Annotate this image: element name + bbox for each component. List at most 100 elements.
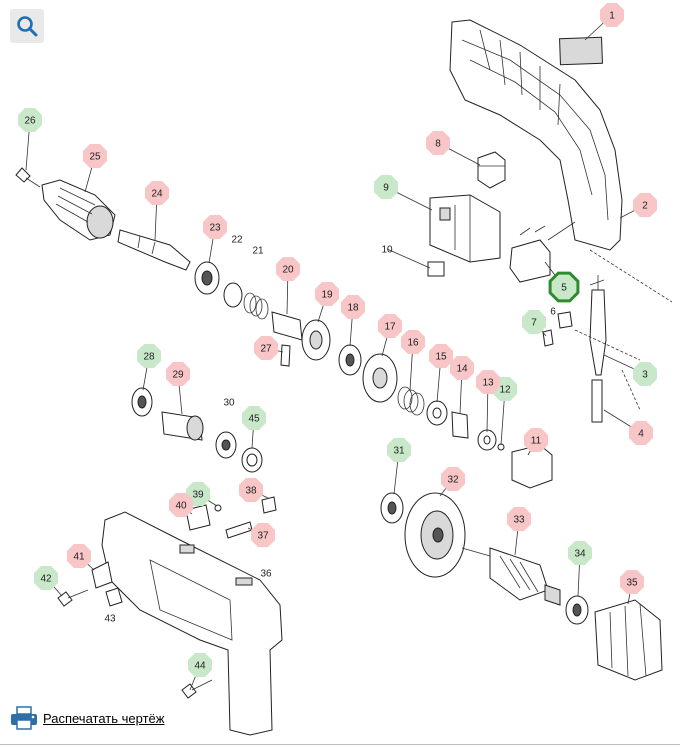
part-screw-44 (181, 679, 213, 699)
part-marker-6[interactable]: 6 (550, 307, 556, 318)
part-marker-35[interactable]: 35 (620, 570, 644, 594)
marker-number-15: 15 (435, 352, 447, 363)
printer-icon (11, 706, 37, 730)
part-bearing-31 (380, 492, 404, 524)
part-ball-39 (214, 504, 222, 512)
part-plate-14 (451, 411, 469, 439)
part-knob-43 (105, 587, 123, 607)
marker-badge-29 (166, 362, 190, 386)
part-marker-2[interactable]: 2 (633, 193, 657, 217)
print-link[interactable]: Распечатать чертёж (10, 706, 164, 730)
marker-number-21: 21 (252, 246, 264, 257)
part-marker-29[interactable]: 29 (166, 362, 190, 386)
marker-number-14: 14 (456, 364, 468, 375)
marker-number-26: 26 (24, 116, 36, 127)
marker-number-45: 45 (248, 414, 260, 425)
marker-number-8: 8 (435, 139, 441, 150)
part-washer-13 (477, 429, 497, 451)
marker-number-28: 28 (143, 352, 155, 363)
marker-number-19: 19 (321, 290, 333, 301)
marker-number-22: 22 (231, 235, 243, 246)
marker-badge-18 (341, 295, 365, 319)
part-armature (461, 547, 561, 606)
marker-number-16: 16 (407, 338, 419, 349)
part-marker-27[interactable]: 27 (254, 336, 278, 360)
marker-badge-14 (450, 356, 474, 380)
part-marker-23[interactable]: 23 (203, 215, 227, 239)
part-switch (429, 194, 501, 263)
marker-number-11: 11 (531, 436, 542, 447)
part-spring-21 (243, 292, 269, 320)
part-chuck (41, 179, 116, 241)
part-marker-14[interactable]: 14 (450, 356, 474, 380)
parts-drawing (15, 19, 673, 736)
part-marker-33[interactable]: 33 (507, 507, 531, 531)
part-marker-43[interactable]: 43 (104, 614, 116, 625)
part-marker-24[interactable]: 24 (145, 181, 169, 205)
part-housing-left (101, 511, 283, 736)
marker-badge-25 (83, 144, 107, 168)
marker-number-7: 7 (531, 318, 537, 329)
part-marker-16[interactable]: 16 (401, 330, 425, 354)
marker-number-9: 9 (383, 183, 389, 194)
part-cord-guard (589, 275, 607, 423)
part-marker-17[interactable]: 17 (378, 314, 402, 338)
part-marker-44[interactable]: 44 (188, 653, 212, 677)
marker-number-10: 10 (381, 245, 393, 256)
marker-badge-11 (524, 428, 548, 452)
part-marker-13[interactable]: 13 (476, 370, 500, 394)
part-marker-8[interactable]: 8 (426, 131, 450, 155)
part-marker-5[interactable]: 5 (548, 271, 580, 303)
part-marker-10[interactable]: 10 (381, 245, 393, 256)
part-marker-26[interactable]: 26 (18, 108, 42, 132)
part-marker-15[interactable]: 15 (429, 344, 453, 368)
part-marker-21[interactable]: 21 (252, 246, 264, 257)
part-plate-41 (91, 561, 113, 589)
part-marker-38[interactable]: 38 (239, 478, 263, 502)
part-marker-3[interactable]: 3 (633, 362, 657, 386)
leader-line-10 (386, 248, 431, 269)
marker-badge-16 (401, 330, 425, 354)
marker-badge-13 (476, 370, 500, 394)
part-marker-28[interactable]: 28 (137, 344, 161, 368)
part-marker-25[interactable]: 25 (83, 144, 107, 168)
marker-number-24: 24 (151, 189, 163, 200)
part-marker-36[interactable]: 36 (260, 569, 272, 580)
marker-badge-19 (315, 282, 339, 306)
marker-badge-24 (145, 181, 169, 205)
part-marker-40[interactable]: 40 (169, 493, 193, 517)
marker-badge-41 (67, 544, 91, 568)
part-marker-34[interactable]: 34 (568, 541, 592, 565)
marker-badge-23 (203, 215, 227, 239)
marker-badge-3 (633, 362, 657, 386)
zoom-button[interactable] (10, 9, 44, 43)
part-pin-37 (225, 521, 253, 539)
part-marker-4[interactable]: 4 (629, 421, 653, 445)
part-marker-1[interactable]: 1 (600, 3, 624, 27)
part-bearing-18 (338, 344, 362, 376)
part-gear-32 (404, 492, 466, 578)
part-gear-17 (362, 353, 398, 403)
part-marker-19[interactable]: 19 (315, 282, 339, 306)
print-label[interactable]: Распечатать чертёж (43, 710, 165, 726)
part-marker-18[interactable]: 18 (341, 295, 365, 319)
marker-badge-27 (254, 336, 278, 360)
part-marker-42[interactable]: 42 (34, 566, 58, 590)
part-marker-31[interactable]: 31 (387, 438, 411, 462)
part-marker-7[interactable]: 7 (522, 310, 546, 334)
marker-number-17: 17 (384, 322, 396, 333)
marker-number-42: 42 (40, 574, 52, 585)
part-marker-41[interactable]: 41 (67, 544, 91, 568)
part-marker-22[interactable]: 22 (231, 235, 243, 246)
part-marker-32[interactable]: 32 (441, 467, 465, 491)
part-marker-37[interactable]: 37 (251, 523, 275, 547)
marker-badge-9 (374, 175, 398, 199)
part-brush-holder (509, 221, 576, 283)
part-marker-20[interactable]: 20 (276, 257, 300, 281)
part-marker-9[interactable]: 9 (374, 175, 398, 199)
part-gear-19 (301, 319, 331, 361)
magnifier-icon (17, 16, 38, 37)
part-marker-45[interactable]: 45 (242, 406, 266, 430)
part-marker-11[interactable]: 11 (524, 428, 548, 452)
part-marker-30[interactable]: 30 (223, 398, 235, 409)
